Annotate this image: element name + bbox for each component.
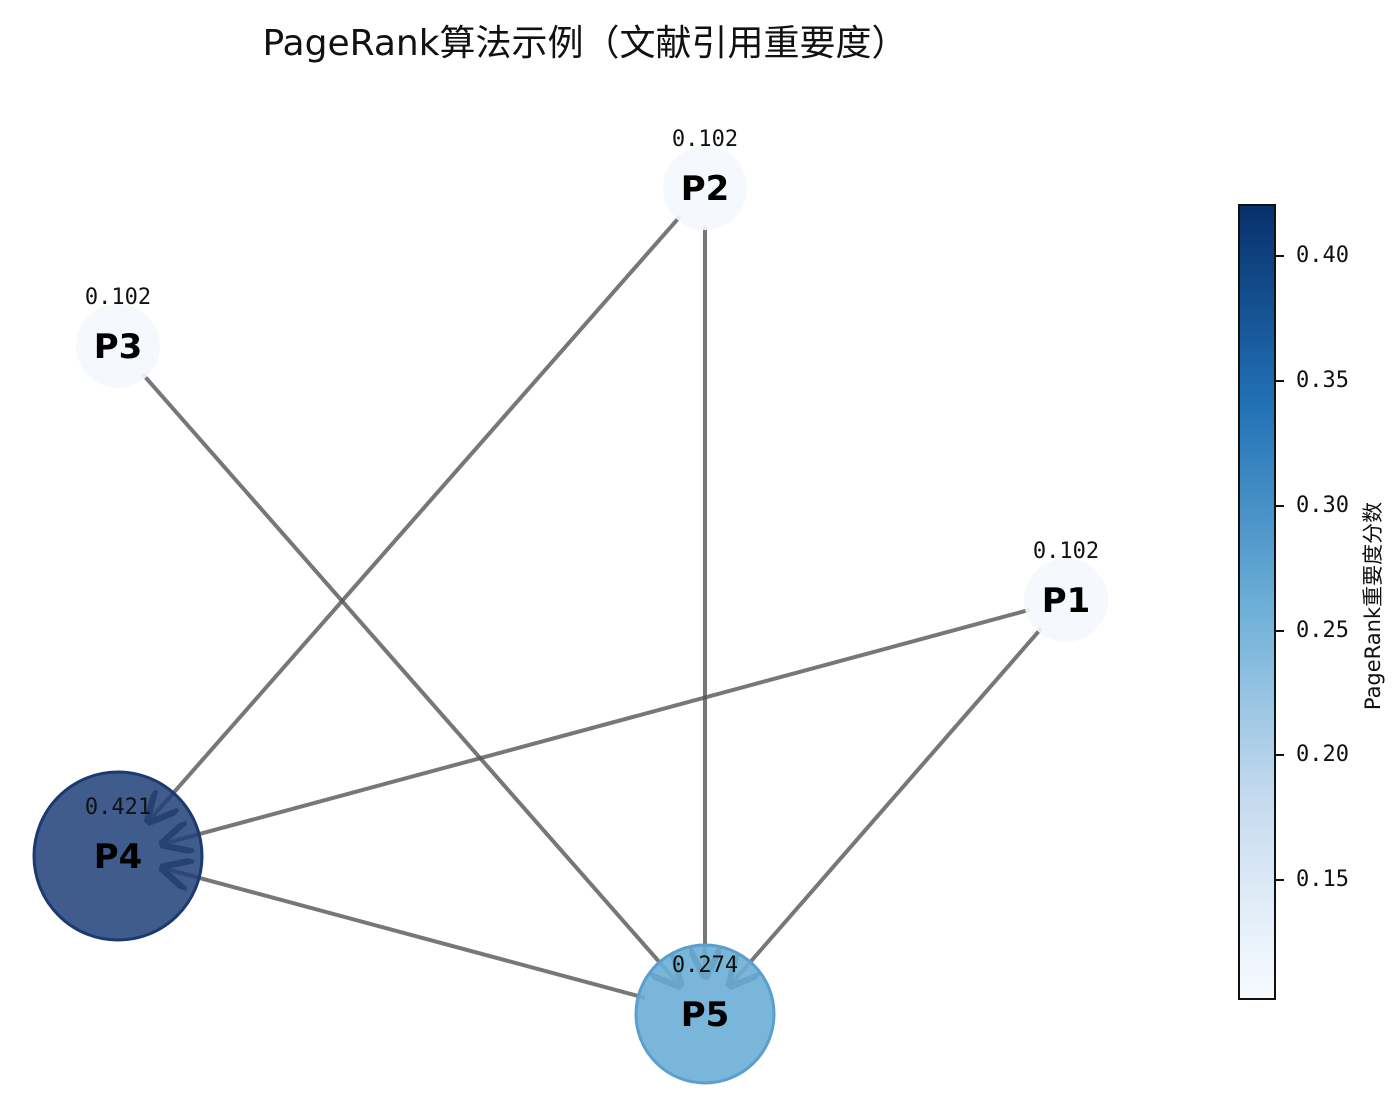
node-circle-p5 [634, 943, 776, 1085]
node-label-p5: P5 [681, 995, 730, 1035]
colorbar-label: PageRank重要度分数 [1361, 501, 1385, 711]
edge-p1-p5 [730, 627, 1043, 985]
colorbar-tick [1276, 255, 1284, 258]
edges-layer [141, 215, 1043, 1000]
colorbar-tick [1276, 504, 1284, 507]
colorbar-tick [1276, 629, 1284, 632]
node-circle-p2 [663, 146, 747, 230]
colorbar-tick [1276, 754, 1284, 757]
node-score-p2: 0.102 [672, 127, 738, 152]
colorbar-tick-label: 0.35 [1296, 368, 1349, 394]
node-score-p4: 0.421 [85, 795, 151, 820]
colorbar-tick-label: 0.20 [1296, 742, 1349, 768]
colorbar-tick [1276, 879, 1284, 882]
node-score-p1: 0.102 [1033, 539, 1099, 564]
node-p3: P3 0.102 [76, 285, 160, 388]
edge-p1-p4 [163, 607, 1031, 844]
node-label-p1: P1 [1042, 581, 1091, 621]
node-circle-p3 [76, 304, 160, 388]
edge-p3-p5 [141, 373, 680, 985]
colorbar [1238, 204, 1276, 1000]
node-label-p4: P4 [94, 837, 143, 877]
colorbar-tick-label: 0.15 [1296, 867, 1349, 893]
node-label-p3: P3 [94, 327, 143, 367]
node-p5: P5 0.274 [634, 943, 776, 1085]
edge-p2-p4 [148, 215, 682, 821]
node-p2: P2 0.102 [663, 127, 747, 230]
node-score-p5: 0.274 [672, 953, 738, 978]
colorbar-tick [1276, 380, 1284, 383]
node-circle-p4 [32, 770, 204, 942]
node-circle-p1 [1024, 558, 1108, 642]
node-p1: P1 0.102 [1024, 539, 1108, 642]
node-label-p2: P2 [681, 169, 730, 209]
node-score-p3: 0.102 [85, 285, 151, 310]
colorbar-tick-label: 0.25 [1296, 617, 1349, 643]
chart-title: PageRank算法示例（文献引用重要度） [262, 23, 908, 64]
colorbar-tick-label: 0.30 [1296, 492, 1349, 518]
colorbar-tick-label: 0.40 [1296, 243, 1349, 269]
node-p4: P4 0.421 [32, 770, 204, 942]
edge-p5-p4 [163, 868, 646, 1000]
